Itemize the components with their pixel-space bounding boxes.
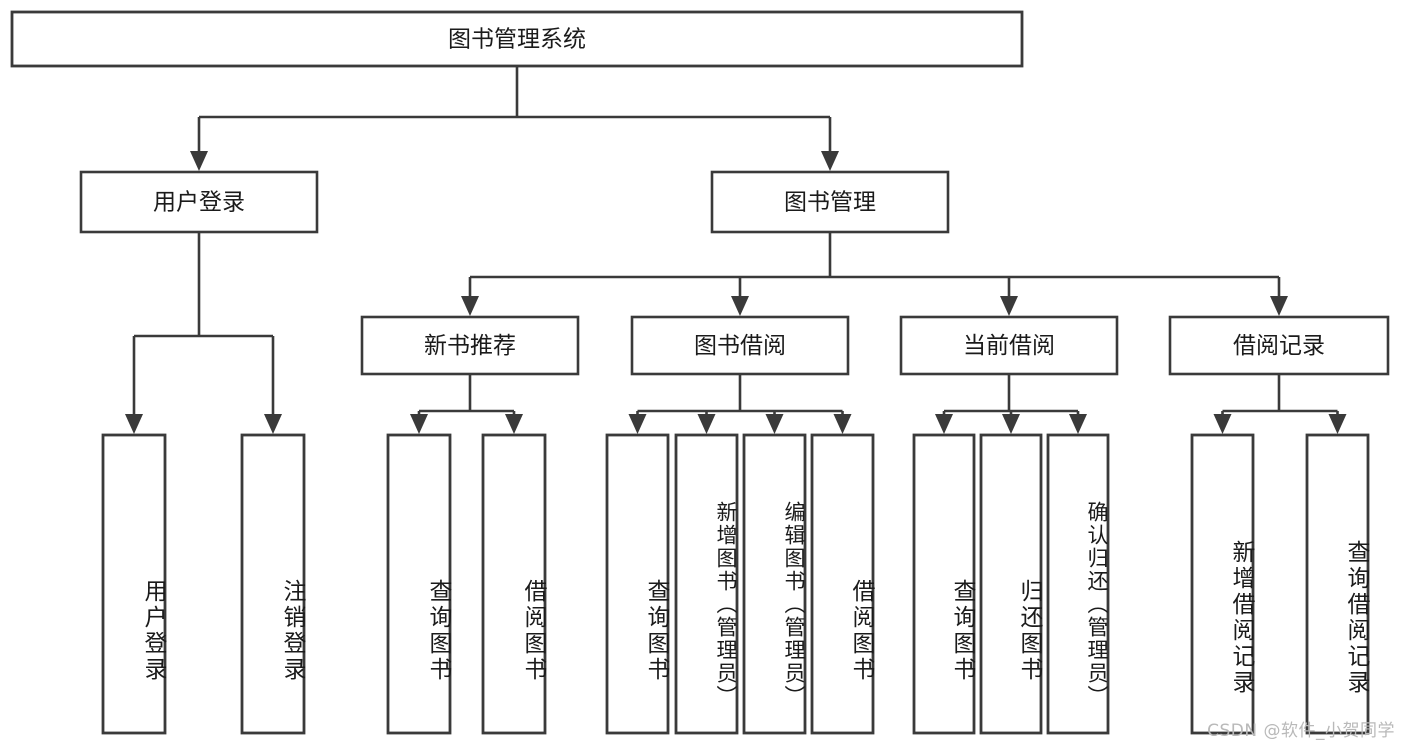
arrow-head (410, 414, 428, 434)
arrow-head (1213, 414, 1232, 434)
node-borrow-record[interactable] (1168, 315, 1390, 376)
arrow-head (461, 296, 479, 316)
watermark: CSDN @软件_小贺同学 (1207, 721, 1395, 741)
node-current-borrow[interactable] (899, 315, 1119, 376)
connectors-layer (125, 66, 1347, 434)
node-box-new-book-recommend[interactable] (360, 315, 580, 376)
node-label-root: 图书管理系统 (448, 27, 586, 53)
arrow-head (264, 414, 282, 434)
node-label-book-management: 图书管理 (784, 190, 876, 216)
arrow-head (628, 414, 647, 434)
arrow-head (1002, 414, 1020, 434)
node-label-current-borrow: 当前借阅 (963, 333, 1055, 359)
node-borrow-query-book[interactable] (605, 433, 670, 735)
node-label-book-borrow: 图书借阅 (694, 333, 786, 359)
node-box-borrow-record[interactable] (1168, 315, 1390, 376)
node-current-query-book[interactable] (912, 433, 976, 735)
arrow-head (821, 151, 839, 171)
node-current-return-book[interactable] (979, 433, 1043, 735)
node-borrow-borrow-book[interactable] (810, 433, 875, 735)
arrow-head (1328, 414, 1347, 434)
node-box-record-query[interactable] (1305, 433, 1370, 735)
node-box-current-query-book[interactable] (912, 433, 976, 735)
node-box-current-return-book[interactable] (979, 433, 1043, 735)
boxes-layer (10, 10, 1390, 735)
arrow-head (125, 414, 143, 434)
arrow-head (833, 414, 852, 434)
node-book-borrow[interactable] (630, 315, 850, 376)
node-record-query[interactable] (1305, 433, 1370, 735)
node-box-user-logout[interactable] (240, 433, 306, 735)
node-box-user-login[interactable] (79, 170, 319, 234)
arrow-head (935, 414, 953, 434)
arrow-head (505, 414, 523, 434)
node-box-borrow-borrow-book[interactable] (810, 433, 875, 735)
node-box-borrow-edit-book[interactable] (742, 433, 807, 735)
node-box-recommend-borrow-book[interactable] (481, 433, 547, 735)
node-box-book-management[interactable] (710, 170, 950, 234)
node-box-record-add[interactable] (1190, 433, 1255, 735)
arrow-head (1270, 296, 1288, 316)
node-borrow-edit-book[interactable] (742, 433, 807, 735)
node-recommend-query-book[interactable] (386, 433, 452, 735)
node-box-root[interactable] (10, 10, 1024, 68)
node-box-recommend-query-book[interactable] (386, 433, 452, 735)
arrow-head (190, 151, 208, 171)
node-root[interactable] (10, 10, 1024, 68)
node-user-login-do[interactable] (101, 433, 167, 735)
arrow-head (731, 296, 749, 316)
node-box-current-borrow[interactable] (899, 315, 1119, 376)
arrow-head (697, 414, 716, 434)
node-label-user-login: 用户登录 (153, 190, 245, 216)
node-label-borrow-record: 借阅记录 (1233, 333, 1325, 359)
node-box-borrow-query-book[interactable] (605, 433, 670, 735)
node-new-book-recommend[interactable] (360, 315, 580, 376)
node-record-add[interactable] (1190, 433, 1255, 735)
arrow-head (1069, 414, 1087, 434)
node-user-logout[interactable] (240, 433, 306, 735)
node-recommend-borrow-book[interactable] (481, 433, 547, 735)
node-book-management[interactable] (710, 170, 950, 234)
node-box-borrow-add-book[interactable] (674, 433, 739, 735)
node-user-login[interactable] (79, 170, 319, 234)
node-box-current-confirm-return[interactable] (1046, 433, 1110, 735)
node-box-book-borrow[interactable] (630, 315, 850, 376)
arrow-head (765, 414, 784, 434)
arrow-head (1000, 296, 1018, 316)
node-borrow-add-book[interactable] (674, 433, 739, 735)
node-box-user-login-do[interactable] (101, 433, 167, 735)
node-current-confirm-return[interactable] (1046, 433, 1110, 735)
node-label-new-book-recommend: 新书推荐 (424, 333, 516, 359)
